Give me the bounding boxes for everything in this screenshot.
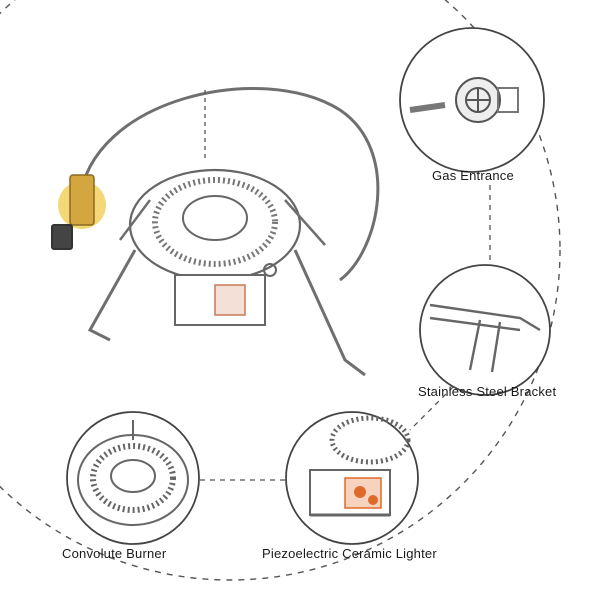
stove-illustration	[52, 88, 378, 375]
bracket-callout	[420, 265, 550, 395]
stainless-steel-bracket-label: Stainless Steel Bracket	[418, 384, 556, 399]
hose-valve	[52, 175, 106, 249]
gas-entrance-label: Gas Entrance	[432, 168, 514, 183]
piezoelectric-ceramic-lighter-label: Piezoelectric Ceramic Lighter	[262, 546, 437, 561]
fuel-hose	[80, 88, 378, 280]
convolute-burner-label: Convolute Burner	[62, 546, 166, 561]
